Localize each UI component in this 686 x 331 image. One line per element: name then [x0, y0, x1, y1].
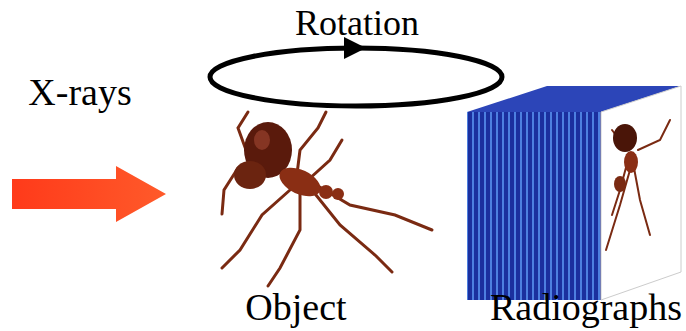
xray-arrow [12, 166, 166, 222]
ant-body [234, 122, 344, 202]
object-label: Object [245, 287, 346, 329]
xray-label: X-rays [28, 72, 131, 114]
stack-front [467, 112, 601, 300]
radiograph-ant-body [613, 124, 638, 192]
radiograph-ant [606, 120, 670, 250]
radiographs-label: Radiographs [490, 287, 682, 329]
rotation-label: Rotation [295, 4, 419, 44]
radiograph-face [601, 86, 681, 300]
rotation-ellipse [210, 48, 502, 106]
ant-figure [222, 112, 432, 286]
